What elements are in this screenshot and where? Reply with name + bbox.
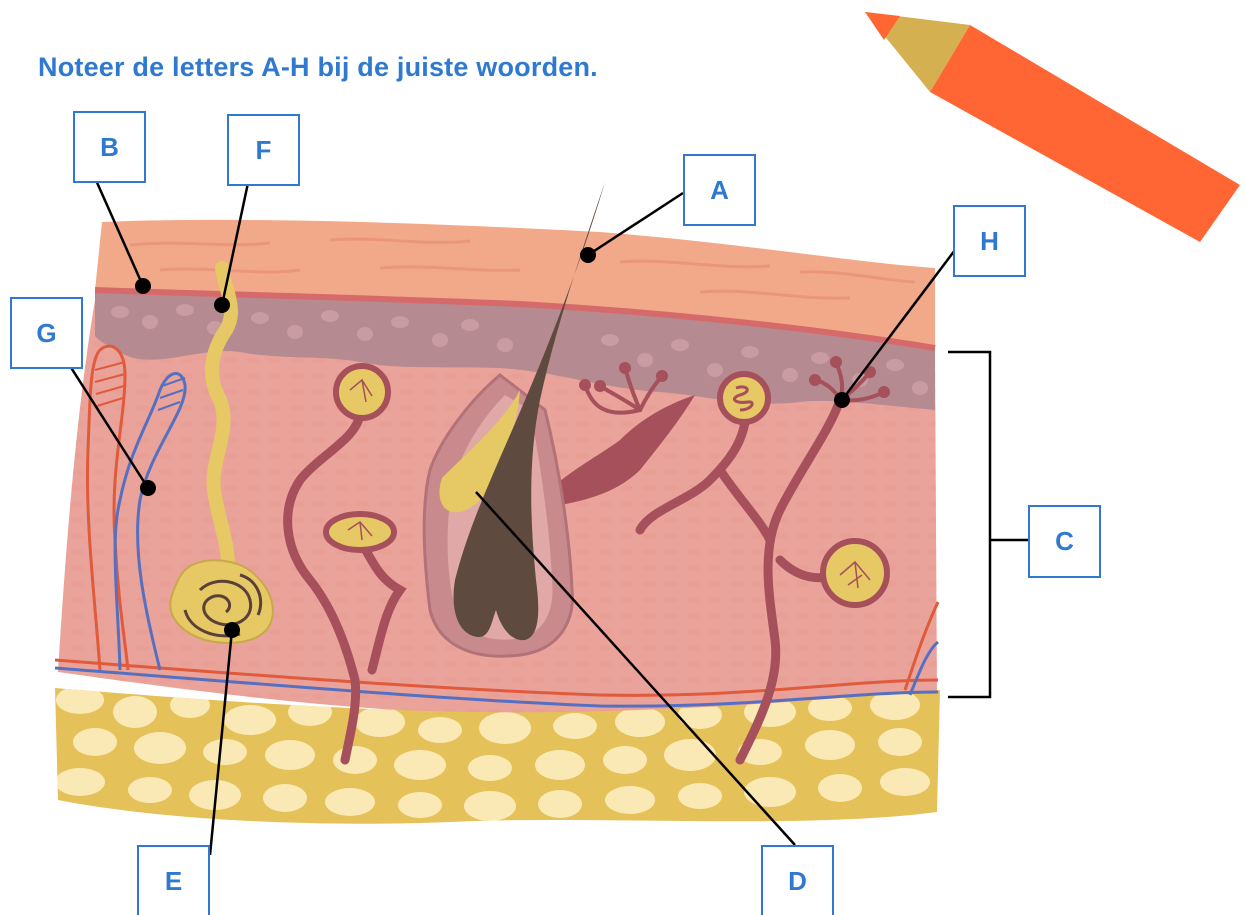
label-box-c[interactable]: C [1028,505,1101,578]
label-box-f[interactable]: F [227,114,300,186]
label-box-a[interactable]: A [683,154,756,226]
label-box-d[interactable]: D [761,845,834,915]
instruction-heading: Noteer de letters A-H bij de juiste woor… [38,52,598,83]
pencil-icon [865,12,1240,242]
label-box-e[interactable]: E [137,845,210,915]
label-box-g[interactable]: G [10,297,83,369]
label-box-h[interactable]: H [953,205,1026,277]
label-box-b[interactable]: B [73,111,146,183]
